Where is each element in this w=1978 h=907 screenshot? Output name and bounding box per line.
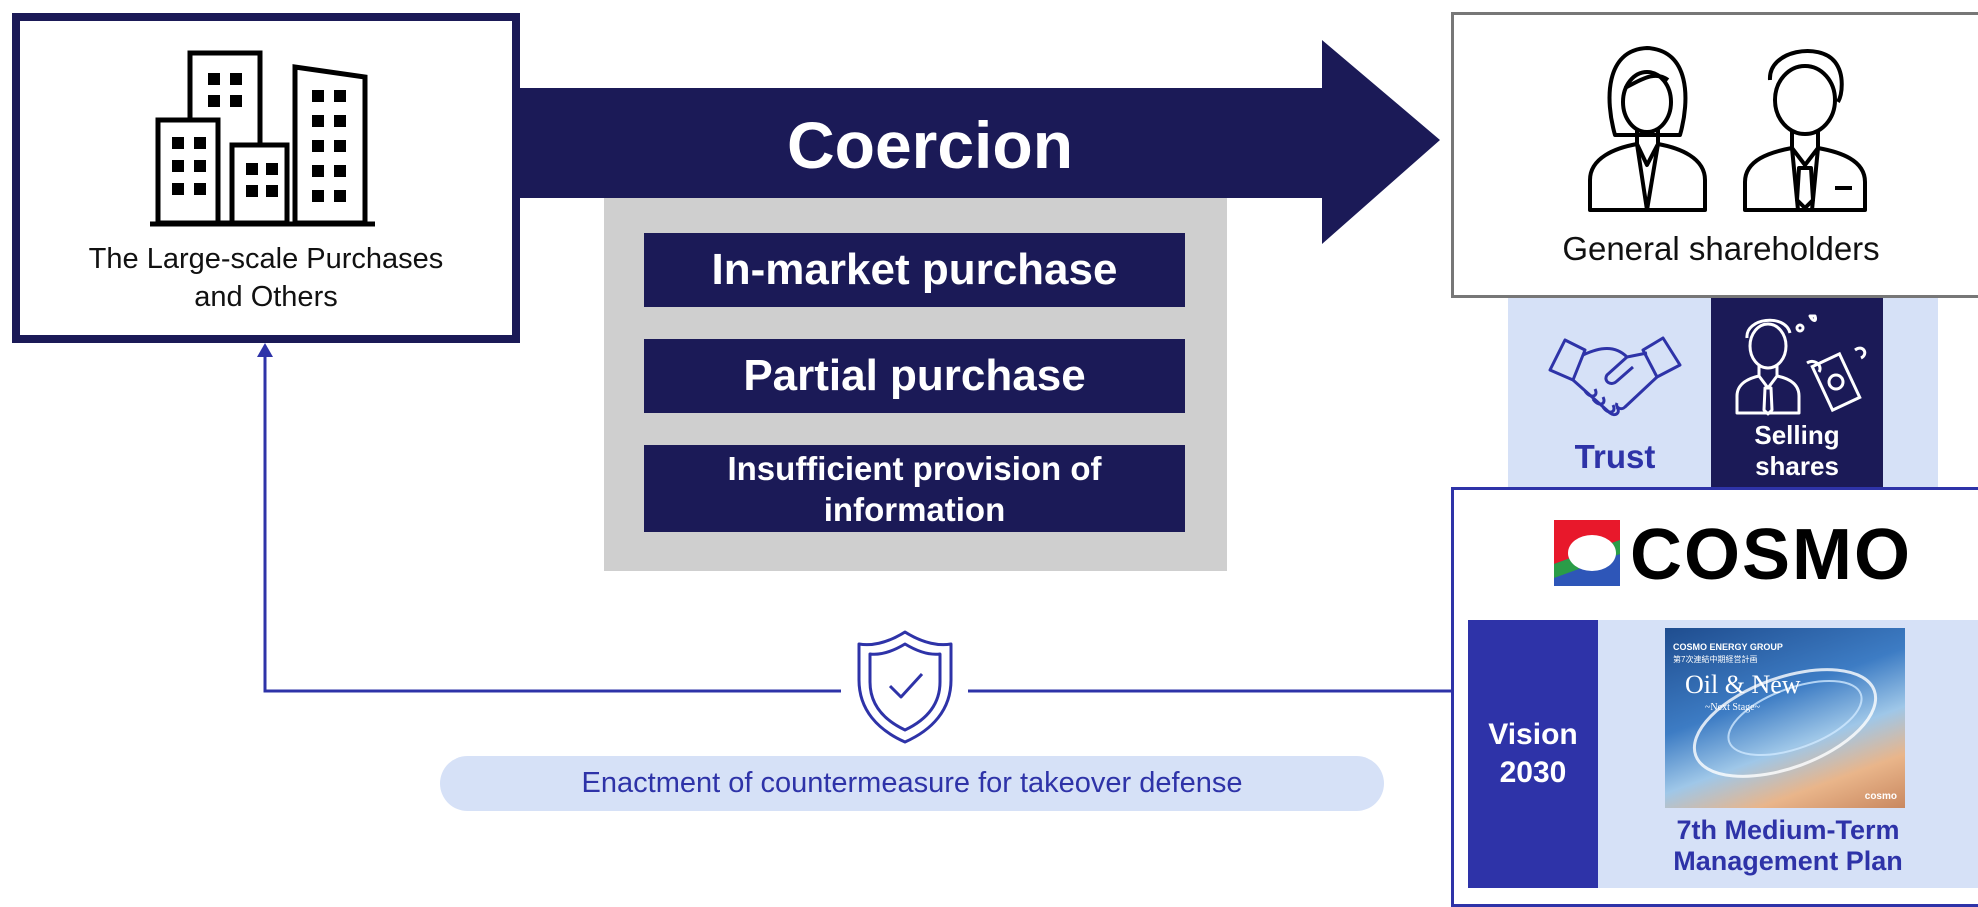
purchaser-label: The Large-scale Purchases and Others: [12, 240, 520, 316]
plan-cover-group: COSMO ENERGY GROUP: [1673, 642, 1783, 652]
cosmo-wordmark: COSMO: [1630, 515, 1913, 595]
shareholders-label: General shareholders: [1562, 230, 1880, 267]
plan-title-line1: 7th Medium-Term: [1676, 815, 1900, 845]
shield-check-icon: [857, 630, 953, 744]
selling-line2: shares: [1755, 451, 1839, 481]
selling-shares-icons: [1735, 314, 1867, 416]
plan-cover-logo: cosmo: [1864, 791, 1897, 802]
plan-title: 7th Medium-Term Management Plan: [1610, 815, 1966, 877]
countermeasure-label: Enactment of countermeasure for takeover…: [440, 756, 1384, 811]
vision-line2: 2030: [1499, 756, 1567, 789]
selling-shares-label: Selling shares: [1711, 420, 1883, 482]
flying-money-icon: [1806, 346, 1867, 413]
buildings-icon: [150, 50, 375, 227]
purchaser-label-line2: and Others: [194, 281, 338, 313]
selling-line1: Selling: [1754, 420, 1840, 450]
woman-icon: [1588, 46, 1707, 212]
plan-cover-headline: Oil & New: [1685, 670, 1801, 699]
shareholder-icons: [1588, 46, 1867, 212]
worried-man-icon: [1735, 314, 1817, 416]
shareholders-box: [1451, 12, 1978, 298]
plan-cover-image: COSMO ENERGY GROUP 第7次連結中期経営計画 Oil & New…: [1665, 628, 1905, 808]
method-insufficient-information: Insufficient provision of information: [644, 445, 1185, 532]
purchaser-label-line1: The Large-scale Purchases: [88, 243, 444, 275]
trust-label: Trust: [1574, 438, 1656, 475]
man-icon: [1743, 49, 1867, 212]
plan-title-line2: Management Plan: [1673, 846, 1903, 876]
method-partial-purchase: Partial purchase: [644, 339, 1185, 413]
plan-cover-tagline: ~Next Stage~: [1705, 702, 1760, 713]
method-in-market-purchase: In-market purchase: [644, 233, 1185, 307]
method-3-line2: information: [823, 490, 1006, 528]
handshake-icon: [1548, 336, 1682, 417]
plan-cover-swirl: [1692, 668, 1878, 778]
coercion-arrow-icon: [515, 40, 1440, 244]
coercion-label: Coercion: [786, 108, 1074, 182]
plan-cover-subtitle: 第7次連結中期経営計画: [1673, 655, 1758, 664]
vision-line1: Vision: [1488, 718, 1578, 751]
method-3-line1: Insufficient provision of: [727, 449, 1102, 487]
vision-2030-label: Vision 2030: [1468, 620, 1598, 888]
countermeasure-flow-line: [257, 343, 1451, 693]
cosmo-logo-icon: [1554, 520, 1620, 586]
